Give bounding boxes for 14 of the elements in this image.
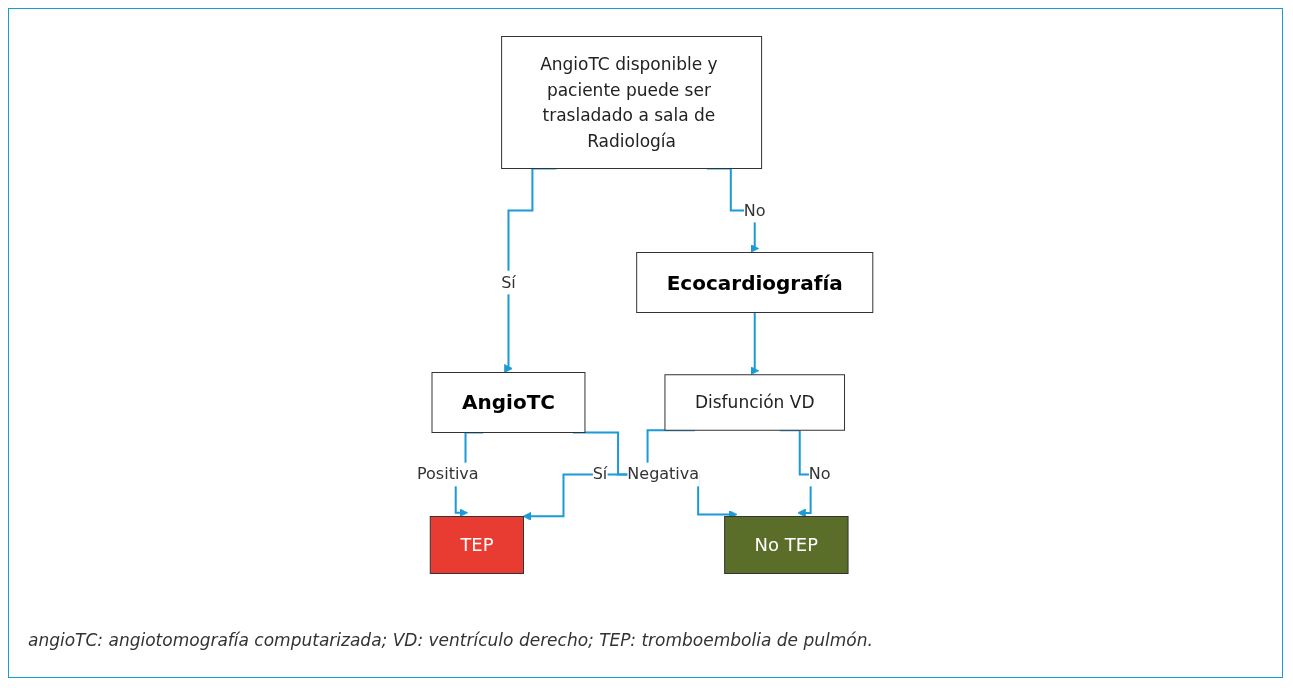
node-box: Ecocardiografía — [636, 252, 874, 313]
edge-label: Negativa — [627, 464, 700, 484]
arrow — [750, 311, 760, 376]
node-box: AngioTC — [431, 372, 586, 433]
edge-label: Sí — [501, 272, 516, 292]
caption: angioTC: angiotomografía computarizada; VD: ventrículo derecho; TEP: tromboembolia de pulmón. — [28, 630, 873, 650]
node-box: TEP — [429, 516, 525, 574]
node-box: Disfunción VD — [664, 374, 846, 431]
edge-label: No — [808, 464, 831, 484]
edge-label: No — [743, 200, 766, 220]
edge-label: Sí — [592, 464, 608, 484]
node-box: No TEP — [724, 516, 849, 574]
node-box: AngioTC disponible y paciente puede ser trasladado a sala de Radiología — [501, 36, 763, 169]
edge-label: Positiva — [417, 464, 479, 484]
